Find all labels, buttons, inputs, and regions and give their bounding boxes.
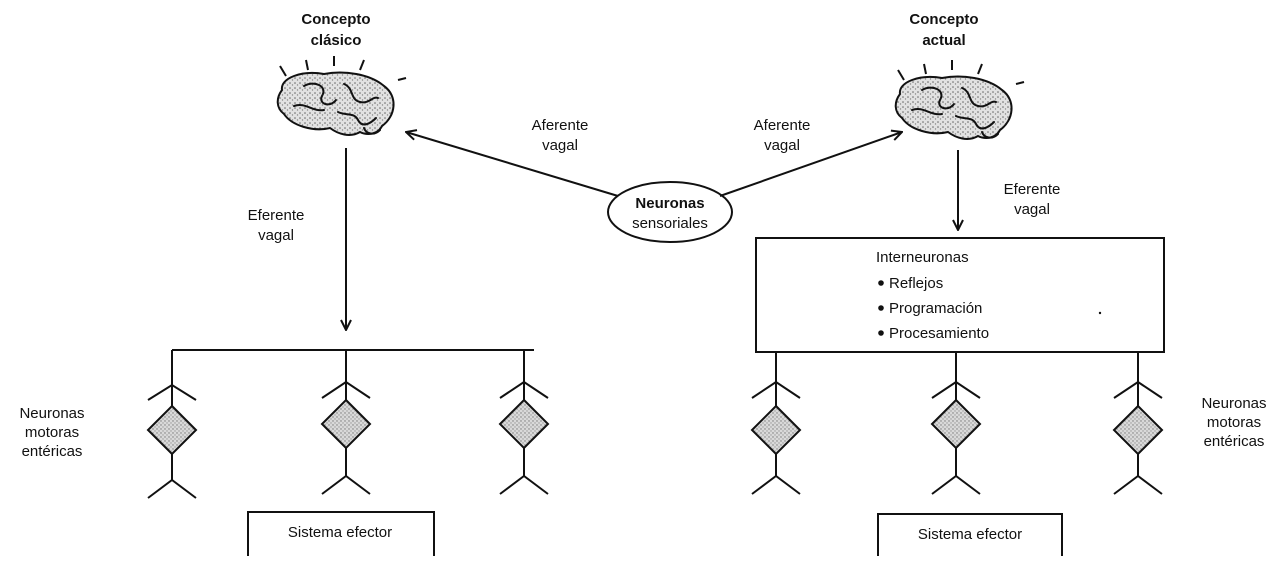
right-afferent-line1: Aferente (754, 117, 811, 134)
sensory-line1: Neuronas (635, 195, 704, 212)
left-title-line1: Concepto (301, 11, 370, 28)
bullet-icon (878, 330, 884, 336)
left-motor-line3: entéricas (22, 443, 83, 460)
left-afferent-line1: Aferente (532, 117, 589, 134)
left-afferent-arrow (406, 132, 619, 197)
bullet-icon (878, 305, 884, 311)
left-afferent-line2: vagal (542, 137, 578, 154)
right-effector-box (877, 513, 1063, 556)
left-title-line2: clásico (311, 32, 362, 49)
left-efferent-label: Eferente vagal (248, 207, 305, 244)
left-afferent-label: Aferente vagal (532, 117, 589, 154)
right-efferent-line1: Eferente (1004, 181, 1061, 198)
left-effector-box (247, 511, 435, 556)
right-brain-icon (894, 75, 1013, 140)
left-motor-neuron-3 (498, 350, 550, 495)
right-afferent-label: Aferente vagal (754, 117, 811, 154)
right-effector-label: Sistema efector (918, 526, 1022, 543)
speck (1098, 311, 1102, 315)
right-motor-neuron-3 (1112, 352, 1164, 495)
sensory-neurons-ellipse (607, 181, 733, 243)
right-motor-line1: Neuronas (1201, 395, 1266, 412)
left-title: Concepto clásico (301, 11, 370, 49)
right-title-line1: Concepto (909, 11, 978, 28)
right-brain-activity-marks (897, 60, 1025, 85)
right-title-line2: actual (922, 32, 965, 49)
right-afferent-arrow (719, 132, 902, 197)
interneuron-item-label: Programación (889, 300, 982, 317)
right-motor-neuron-2 (930, 352, 982, 495)
left-brain-icon (276, 71, 395, 136)
right-afferent-line2: vagal (764, 137, 800, 154)
right-title: Concepto actual (909, 11, 978, 49)
right-motor-neuron-1 (750, 352, 802, 495)
left-efferent-line1: Eferente (248, 207, 305, 224)
left-brain-activity-marks (279, 56, 407, 81)
interneurons-box (755, 237, 1165, 353)
left-motor-neurons-label: Neuronas motoras entéricas (19, 405, 84, 460)
interneuron-item-label: Procesamiento (889, 325, 989, 342)
interneuron-item-3: Procesamiento (878, 325, 989, 342)
left-motor-line1: Neuronas (19, 405, 84, 422)
right-efferent-line2: vagal (1014, 201, 1050, 218)
interneuron-item-2: Programación (878, 300, 982, 317)
bullet-icon (878, 280, 884, 286)
right-efferent-label: Eferente vagal (1004, 181, 1061, 218)
right-motor-line2: motoras (1207, 414, 1261, 431)
left-effector-label: Sistema efector (288, 524, 392, 541)
interneuron-item-1: Reflejos (878, 275, 943, 292)
sensory-line2: sensoriales (632, 215, 708, 232)
right-motor-line3: entéricas (1204, 433, 1265, 450)
left-efferent-line2: vagal (258, 227, 294, 244)
interneuron-item-label: Reflejos (889, 275, 943, 292)
right-motor-neurons-label: Neuronas motoras entéricas (1201, 395, 1266, 450)
left-motor-neuron-1 (146, 350, 198, 499)
interneurons-title: Interneuronas (876, 249, 969, 266)
left-motor-neuron-2 (320, 350, 372, 495)
left-motor-line2: motoras (25, 424, 79, 441)
